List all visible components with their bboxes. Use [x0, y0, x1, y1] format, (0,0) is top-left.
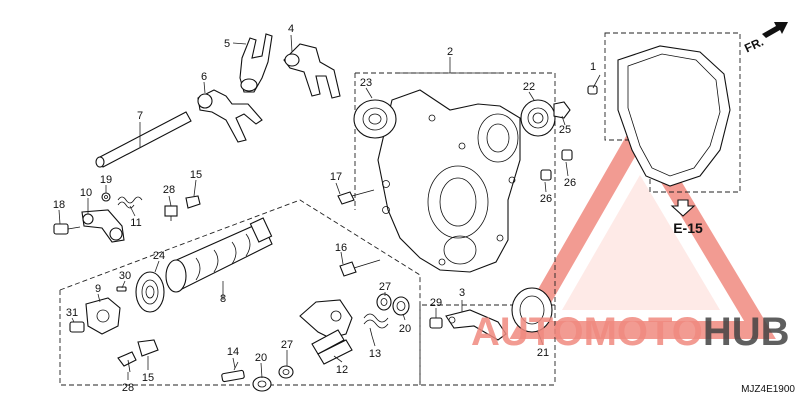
callout-21: 21 — [537, 347, 549, 359]
callout-26-upper: 26 — [564, 177, 576, 189]
reference-e15-label: E-15 — [673, 220, 703, 236]
washer-20-lower — [252, 376, 272, 392]
callout-6: 6 — [201, 71, 207, 83]
shift-drum — [165, 217, 273, 293]
bearing-23 — [353, 99, 397, 139]
shift-fork-shaft — [95, 111, 192, 168]
bolt-16 — [339, 259, 381, 277]
washer-20-right — [392, 296, 410, 316]
callout-2: 2 — [447, 46, 453, 58]
watermark-text: AUTOMOTOHUB — [471, 310, 790, 354]
callout-15-upper: 15 — [190, 169, 202, 181]
bracket-3 — [445, 309, 507, 341]
clip-15-lower — [137, 339, 159, 357]
callout-29: 29 — [430, 297, 442, 309]
direction-marker-label: FR. — [742, 35, 765, 56]
callout-24: 24 — [153, 250, 165, 262]
bolt-31 — [69, 321, 85, 333]
assembly-box-cover — [604, 32, 741, 193]
bolt-28-lower — [117, 351, 137, 373]
callout-28-upper: 28 — [163, 184, 175, 196]
callout-7: 7 — [137, 110, 143, 122]
callout-13: 13 — [369, 348, 381, 360]
callout-numbers: 1 2 3 4 5 6 7 8 9 10 11 12 13 14 15 15 1… — [53, 23, 596, 394]
callout-15-lower: 15 — [142, 372, 154, 384]
leader-lines — [58, 34, 601, 380]
assembly-box-drum — [59, 199, 421, 386]
callout-27-right: 27 — [379, 281, 391, 293]
drawing-code: MJZ4E1900 — [741, 384, 795, 395]
callout-19: 19 — [100, 174, 112, 186]
callout-8: 8 — [220, 293, 226, 305]
callout-17: 17 — [330, 171, 342, 183]
case-gasket — [617, 45, 731, 187]
dowel-26-lower — [540, 169, 552, 181]
callout-27-lower: 27 — [281, 339, 293, 351]
callout-20-lower: 20 — [255, 352, 267, 364]
drum-cam-9 — [85, 297, 121, 335]
collar-28 — [164, 205, 178, 221]
shift-fork-4 — [283, 43, 341, 99]
gearshift-spindle — [299, 299, 353, 365]
washer-19 — [101, 192, 111, 202]
stud-14 — [221, 361, 245, 383]
bolt-17 — [337, 189, 375, 205]
callout-14: 14 — [227, 346, 239, 358]
callout-20-right: 20 — [399, 323, 411, 335]
callout-5: 5 — [224, 38, 230, 50]
shift-fork-6 — [197, 89, 263, 143]
bearing-24 — [135, 271, 165, 313]
rear-case — [377, 89, 521, 273]
bolt-29 — [429, 317, 443, 329]
callout-22: 22 — [523, 81, 535, 93]
callout-26-lower: 26 — [540, 193, 552, 205]
callout-25: 25 — [559, 124, 571, 136]
assembly-box-case — [354, 72, 556, 386]
callout-10: 10 — [80, 187, 92, 199]
callout-28-lower: 28 — [122, 382, 134, 394]
callout-4: 4 — [288, 23, 294, 35]
seal-27-lower — [278, 365, 294, 379]
callout-16: 16 — [335, 242, 347, 254]
callout-12: 12 — [336, 364, 348, 376]
callout-30: 30 — [119, 270, 131, 282]
dowel-26-upper — [561, 149, 573, 161]
callout-1: 1 — [590, 61, 596, 73]
callout-3: 3 — [459, 287, 465, 299]
callout-9: 9 — [95, 283, 101, 295]
oil-seal-21 — [511, 287, 553, 333]
bolt-18 — [53, 223, 81, 235]
watermark-logo: AUTOMOTOHUB — [471, 310, 790, 354]
callout-11: 11 — [130, 217, 141, 229]
watermark-triangle — [509, 112, 776, 339]
dowel-1 — [587, 85, 598, 95]
shift-fork-5 — [239, 33, 273, 93]
pin-30 — [116, 286, 127, 292]
callout-23: 23 — [360, 77, 372, 89]
nut-25 — [553, 101, 571, 119]
clip-15-upper — [185, 195, 201, 209]
stopper-arm — [81, 209, 125, 243]
spring-13 — [363, 313, 389, 337]
reference-e15-marker: E-15 — [670, 199, 703, 236]
callout-18: 18 — [53, 199, 65, 211]
seal-27-right — [376, 293, 392, 311]
front-direction-marker: FR. — [742, 22, 788, 55]
callout-31: 31 — [66, 307, 78, 319]
bearing-22 — [520, 99, 556, 137]
return-spring-11 — [117, 196, 143, 209]
